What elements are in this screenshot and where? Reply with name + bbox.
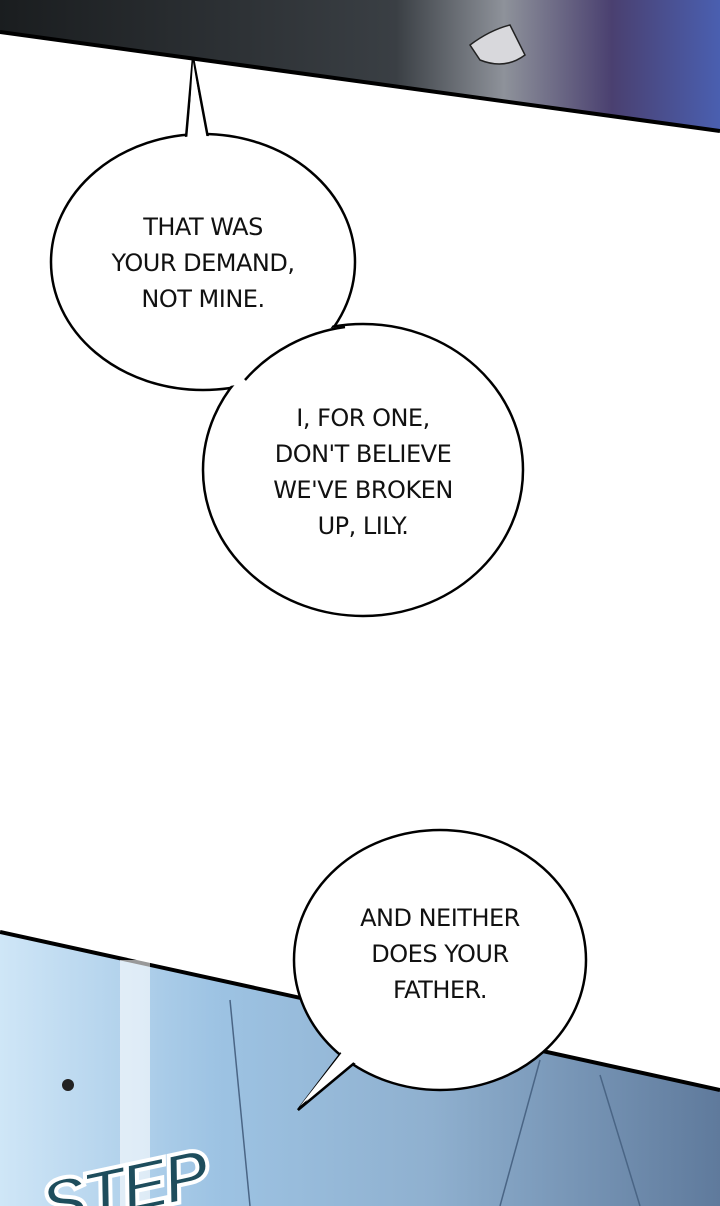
bubble-2-text: I, FOR ONE, DON'T BELIEVE WE'VE BROKEN U…: [273, 404, 453, 540]
hand: [468, 24, 526, 65]
bubble-1-text: THAT WAS YOUR DEMAND, NOT MINE.: [111, 213, 295, 313]
top-panel: [0, 0, 720, 133]
bubble-3-text: AND NEITHER DOES YOUR FATHER.: [360, 904, 520, 1004]
